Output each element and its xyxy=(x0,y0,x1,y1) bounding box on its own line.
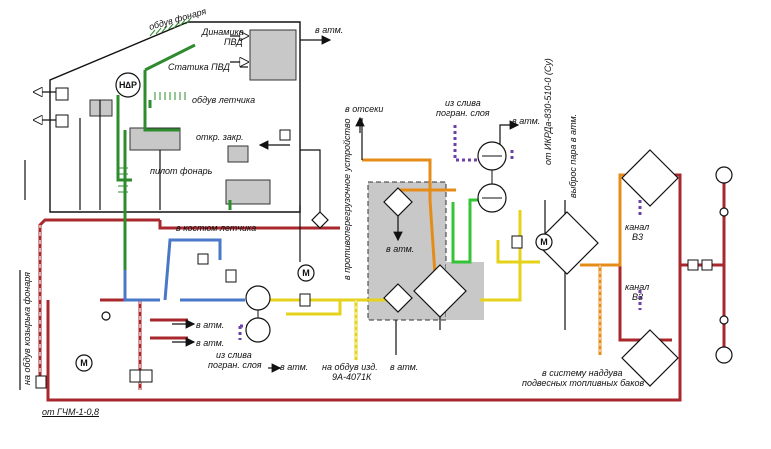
label-product-blowing-1: на обдув изд. xyxy=(322,362,378,372)
label-dynamic-pvd-2: ПВД xyxy=(224,37,243,47)
label-boundary-drain-bottom-2: погран. слоя xyxy=(208,360,262,370)
motor-label-2: М xyxy=(540,237,548,247)
label-fuel-tanks-2: подвесных топливных баков xyxy=(522,378,645,388)
thin-lines xyxy=(19,35,566,390)
motor-label-1: М xyxy=(302,268,310,278)
label-to-atm-2: в атм. xyxy=(512,116,541,126)
atm-arrows xyxy=(34,36,282,373)
label-to-atm-4: в атм. xyxy=(196,320,225,330)
motor-symbols xyxy=(75,72,553,372)
label-from-gchm: от ГЧМ-1-0,8 xyxy=(42,407,99,417)
valve-block-2 xyxy=(225,179,271,205)
label-boundary-drain-top-1: из слива xyxy=(445,98,481,108)
label-anti-overload: в противоперегрузочное устройство xyxy=(342,118,352,280)
label-boundary-drain-top-2: погран. слоя xyxy=(436,108,490,118)
label-product-blowing-2: 9А-4071К xyxy=(332,372,372,382)
label-from-ikrd: от ИКРДа-830-510-0 (Су) xyxy=(543,58,553,165)
cockpit-outline xyxy=(49,21,301,213)
turbo-shafts xyxy=(257,155,502,318)
label-canal-bottom-2: В3 xyxy=(632,292,644,302)
label-to-compartments: в отсеки xyxy=(345,104,384,114)
label-canal-top-2: В3 xyxy=(632,232,644,242)
blowing-hatches xyxy=(118,17,192,193)
unit-box-1 xyxy=(89,99,113,117)
label-fuel-tanks-1: в систему наддува xyxy=(542,368,623,378)
label-visor-blowing: на обдув козырька фонаря xyxy=(22,272,32,385)
label-canal-bottom-1: канал xyxy=(625,282,650,292)
label-to-atm-5: в атм. xyxy=(196,338,225,348)
blue-lines xyxy=(123,238,245,302)
label-pilot-blowing: обдув летчика xyxy=(192,95,256,105)
label-pilot-suit: в костюм летчика xyxy=(176,223,257,233)
bright-green-line xyxy=(451,198,482,264)
label-to-atm-7: в атм. xyxy=(390,362,419,372)
label-to-atm-1: в атм. xyxy=(315,25,344,35)
label-steam-release: выброс пара в атм. xyxy=(568,113,578,198)
label-to-atm-3: в атм. xyxy=(386,244,415,254)
label-to-atm-6: в атм. xyxy=(280,362,309,372)
label-static-pvd: Статика ПВД xyxy=(168,62,230,72)
label-dynamic-pvd-1: Динамика xyxy=(202,27,244,37)
right-side-valves xyxy=(101,166,733,364)
pvd-box xyxy=(249,29,297,81)
label-boundary-drain-bottom-1: из слива xyxy=(216,350,252,360)
label-open-close: откр. закр. xyxy=(196,132,244,142)
label-pilot-canopy: пилот фонарь xyxy=(150,166,213,176)
label-canal-top-1: канал xyxy=(625,222,650,232)
motor-label-3: М xyxy=(80,358,88,368)
heat-exchangers xyxy=(311,149,679,387)
label-delta-p: Н∆Р xyxy=(118,80,137,90)
valve-block-1 xyxy=(129,127,181,151)
hot-bleed-dashed xyxy=(39,225,188,390)
unit-box-2 xyxy=(227,145,249,163)
check-valves xyxy=(35,87,713,389)
